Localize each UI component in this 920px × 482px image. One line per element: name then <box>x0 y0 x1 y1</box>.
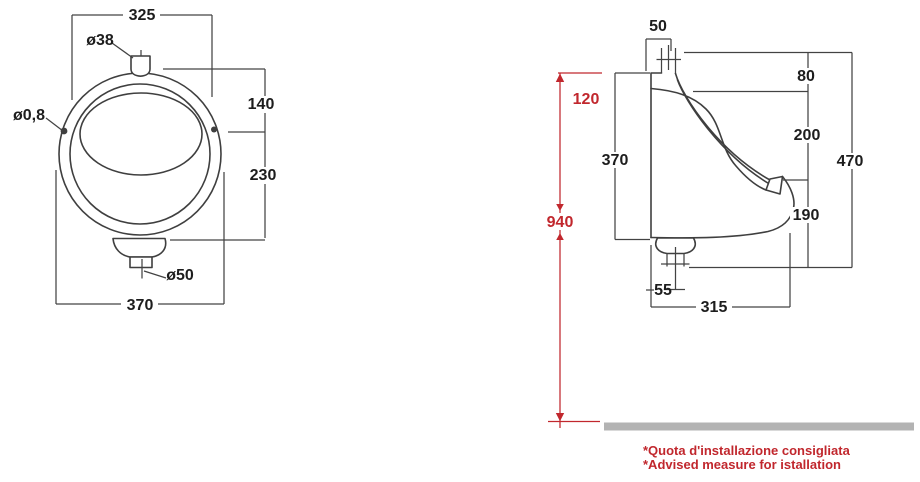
footnote-line-1: *Quota d'installazione consigliata <box>643 443 851 458</box>
dim-side-outlet-stub: 55 <box>654 282 672 299</box>
dim-side-top-to-rim: 80 <box>797 68 815 85</box>
side-shell-outer-curve <box>674 72 771 181</box>
outlet-bell <box>112 237 167 258</box>
side-shell-inner-curve <box>676 79 771 185</box>
bowl-inner-rim <box>69 83 211 225</box>
side-bowl-interior-curve <box>650 87 767 191</box>
red-arrow-bottom <box>555 413 565 422</box>
side-back-wall <box>650 72 663 239</box>
bowl-outer-rim <box>58 72 222 236</box>
bowl-opening <box>79 92 203 176</box>
dim-side-lip-to-bottom: 190 <box>793 207 820 224</box>
dim-front-width-bottom: 370 <box>127 297 154 314</box>
gap-940 <box>545 213 576 230</box>
gap-315 <box>696 299 732 315</box>
side-lip-cap <box>765 175 784 195</box>
red-arrow-above-label <box>556 204 564 211</box>
side-view: 50 120 370 80 200 470 190 940 55 315 <box>545 18 867 428</box>
side-inlet-pipe <box>656 45 681 74</box>
dim-front-hole-diameter: ø0,8 <box>13 107 45 124</box>
dim-front-lower-height: 230 <box>250 167 277 184</box>
inlet-spigot <box>130 55 151 77</box>
dim-side-installation-height: 940 <box>547 214 574 231</box>
red-arrow-below-label <box>556 233 564 240</box>
dim-side-top-offset: 120 <box>573 91 600 108</box>
front-leader-lines <box>45 42 167 279</box>
red-dimension-lines <box>548 72 602 428</box>
gap-370-front <box>121 296 158 313</box>
gap-230 <box>246 167 279 184</box>
front-dimension-lines <box>55 14 266 305</box>
dim-front-upper-height: 140 <box>248 96 275 113</box>
mounting-hole-left <box>60 127 68 135</box>
gap-370-side <box>599 152 632 168</box>
dim-side-back-height: 370 <box>602 152 629 169</box>
dim-side-depth: 315 <box>701 299 728 316</box>
dim-front-inlet-diameter: ø38 <box>86 32 114 49</box>
gap-140 <box>245 96 277 113</box>
front-view: 325 ø38 ø0,8 140 230 ø50 370 <box>13 7 279 314</box>
dim-front-outlet-diameter: ø50 <box>166 267 194 284</box>
red-arrow-top <box>555 73 565 82</box>
gap-200 <box>791 127 823 143</box>
side-front-bottom-curve <box>650 175 795 239</box>
gap-470 <box>834 153 867 169</box>
dim-front-width-top: 325 <box>129 7 156 24</box>
dim-side-rim-to-lip: 200 <box>794 127 821 144</box>
footnote-line-2: *Advised measure for istallation <box>643 457 841 472</box>
gap-80 <box>794 68 819 84</box>
dim-side-total-height: 470 <box>837 153 864 170</box>
footnote: *Quota d'installazione consigliata *Advi… <box>643 443 851 472</box>
gap-325 <box>123 7 160 23</box>
gap-190 <box>790 207 822 223</box>
mounting-hole-right <box>211 126 217 133</box>
installation-dimension <box>548 72 602 428</box>
outlet-pipe <box>129 256 153 269</box>
dim-side-inlet-width: 50 <box>649 18 667 35</box>
side-outlet-pipe-ticks <box>646 247 690 291</box>
floor-line <box>604 422 914 431</box>
